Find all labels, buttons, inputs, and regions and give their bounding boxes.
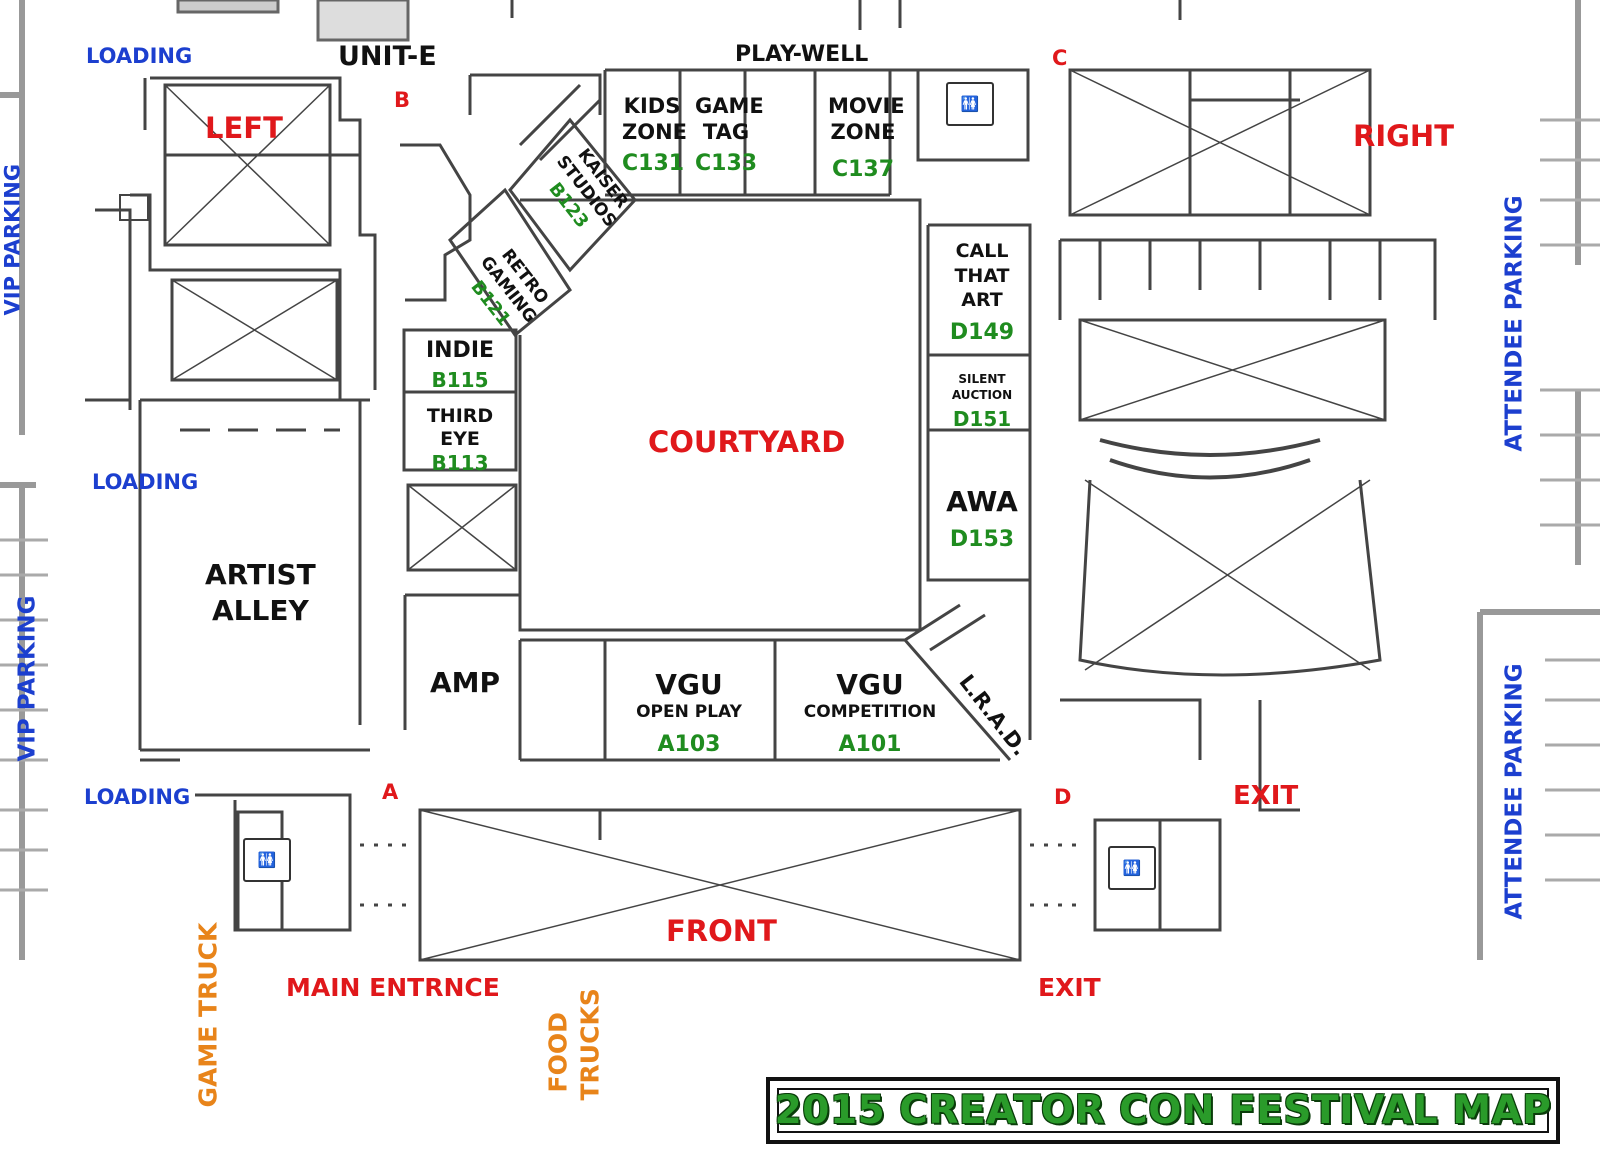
- room-kids-zone: KIDS ZONE C131: [622, 94, 687, 178]
- map-title-banner: 2015 CREATOR CON FESTIVAL MAP: [766, 1077, 1560, 1144]
- silent-line1: SILENT: [958, 372, 1006, 386]
- silent-code: D151: [952, 407, 1012, 432]
- call-art-code: D149: [949, 320, 1015, 346]
- silent-line2: AUCTION: [951, 387, 1013, 402]
- exit-right-label: EXIT: [1233, 781, 1299, 811]
- room-call-that-art: CALL THAT ART D149: [942, 239, 1022, 348]
- vgu-open-line1: VGU: [655, 668, 723, 701]
- kids-zone-line1: KIDS: [623, 94, 681, 118]
- room-indie: INDIE B115: [410, 338, 510, 392]
- door-b: B: [394, 88, 411, 112]
- attendee-parking-top: ATTENDEE PARKING: [1501, 195, 1528, 452]
- room-vgu-open: VGU OPEN PLAY A103: [622, 668, 756, 758]
- room-movie-zone: MOVIE ZONE C137: [828, 94, 905, 184]
- kids-zone-code: C131: [622, 151, 685, 177]
- vgu-open-line2: OPEN PLAY: [636, 701, 742, 722]
- call-art-line3: ART: [961, 289, 1003, 312]
- awa-line1: AWA: [946, 485, 1018, 518]
- vgu-comp-line2: COMPETITION: [803, 701, 937, 722]
- movie-zone-line1: MOVIE: [828, 94, 905, 118]
- vip-parking-bottom: VIP PARKING: [14, 595, 41, 762]
- exit-bottom-label: EXIT: [1038, 973, 1101, 1002]
- map-title: 2015 CREATOR CON FESTIVAL MAP: [774, 1088, 1552, 1133]
- zone-artist-alley: ARTIST ALLEY: [205, 557, 316, 630]
- zone-courtyard: COURTYARD: [648, 425, 846, 459]
- zone-play-well: PLAY-WELL: [735, 42, 869, 67]
- food-trucks-label: FOOD TRUCKS: [540, 988, 620, 1110]
- zone-right: RIGHT: [1353, 119, 1454, 153]
- zone-front: FRONT: [666, 914, 777, 948]
- game-tag-line1: GAME: [695, 94, 764, 118]
- loading-bottom: LOADING: [84, 785, 191, 809]
- indie-line1: INDIE: [425, 338, 495, 363]
- restroom-icon: 🚻: [243, 838, 291, 882]
- zone-left: LEFT: [205, 111, 283, 145]
- movie-zone-line2: ZONE: [830, 119, 896, 144]
- game-tag-code: C133: [695, 151, 758, 177]
- zone-unit-e: UNIT-E: [338, 41, 437, 72]
- door-c: C: [1052, 46, 1068, 70]
- room-silent-auction: SILENT AUCTION D151: [942, 372, 1022, 432]
- kids-zone-line2: ZONE: [622, 119, 687, 144]
- artist-alley-line1: ARTIST: [205, 558, 316, 591]
- attendee-parking-bottom: ATTENDEE PARKING: [1501, 663, 1528, 920]
- call-art-line1: CALL: [955, 240, 1009, 262]
- loading-middle: LOADING: [92, 470, 199, 494]
- room-game-tag: GAME TAG C133: [695, 94, 764, 178]
- vgu-comp-code: A101: [838, 731, 902, 757]
- game-tag-line2: TAG: [702, 119, 750, 144]
- indie-code: B115: [431, 368, 489, 393]
- room-third-eye: THIRD EYE B113: [410, 405, 510, 475]
- food-trucks-line2: TRUCKS: [575, 988, 605, 1101]
- room-awa: AWA D153: [942, 485, 1022, 553]
- restroom-icon: 🚻: [1108, 846, 1156, 890]
- door-a: A: [382, 780, 399, 804]
- door-d: D: [1054, 785, 1072, 809]
- zone-amp: AMP: [430, 666, 501, 699]
- vgu-comp-line1: VGU: [836, 668, 904, 701]
- call-art-line2: THAT: [954, 264, 1010, 287]
- vgu-open-code: A103: [657, 731, 721, 757]
- main-entrance-label: MAIN ENTRNCE: [286, 973, 500, 1002]
- restroom-icon: 🚻: [946, 82, 994, 126]
- artist-alley-line2: ALLEY: [212, 594, 309, 628]
- third-eye-line2: EYE: [440, 427, 480, 450]
- loading-top: LOADING: [86, 44, 193, 68]
- third-eye-line1: THIRD: [426, 405, 494, 427]
- movie-zone-code: C137: [831, 157, 895, 183]
- vip-parking-top: VIP PARKING: [0, 163, 25, 316]
- third-eye-code: B113: [431, 450, 489, 475]
- room-vgu-comp: VGU COMPETITION A101: [795, 668, 945, 758]
- game-truck-label: GAME TRUCK: [193, 922, 223, 1108]
- food-trucks-line1: FOOD: [543, 1012, 573, 1093]
- awa-code: D153: [949, 526, 1015, 552]
